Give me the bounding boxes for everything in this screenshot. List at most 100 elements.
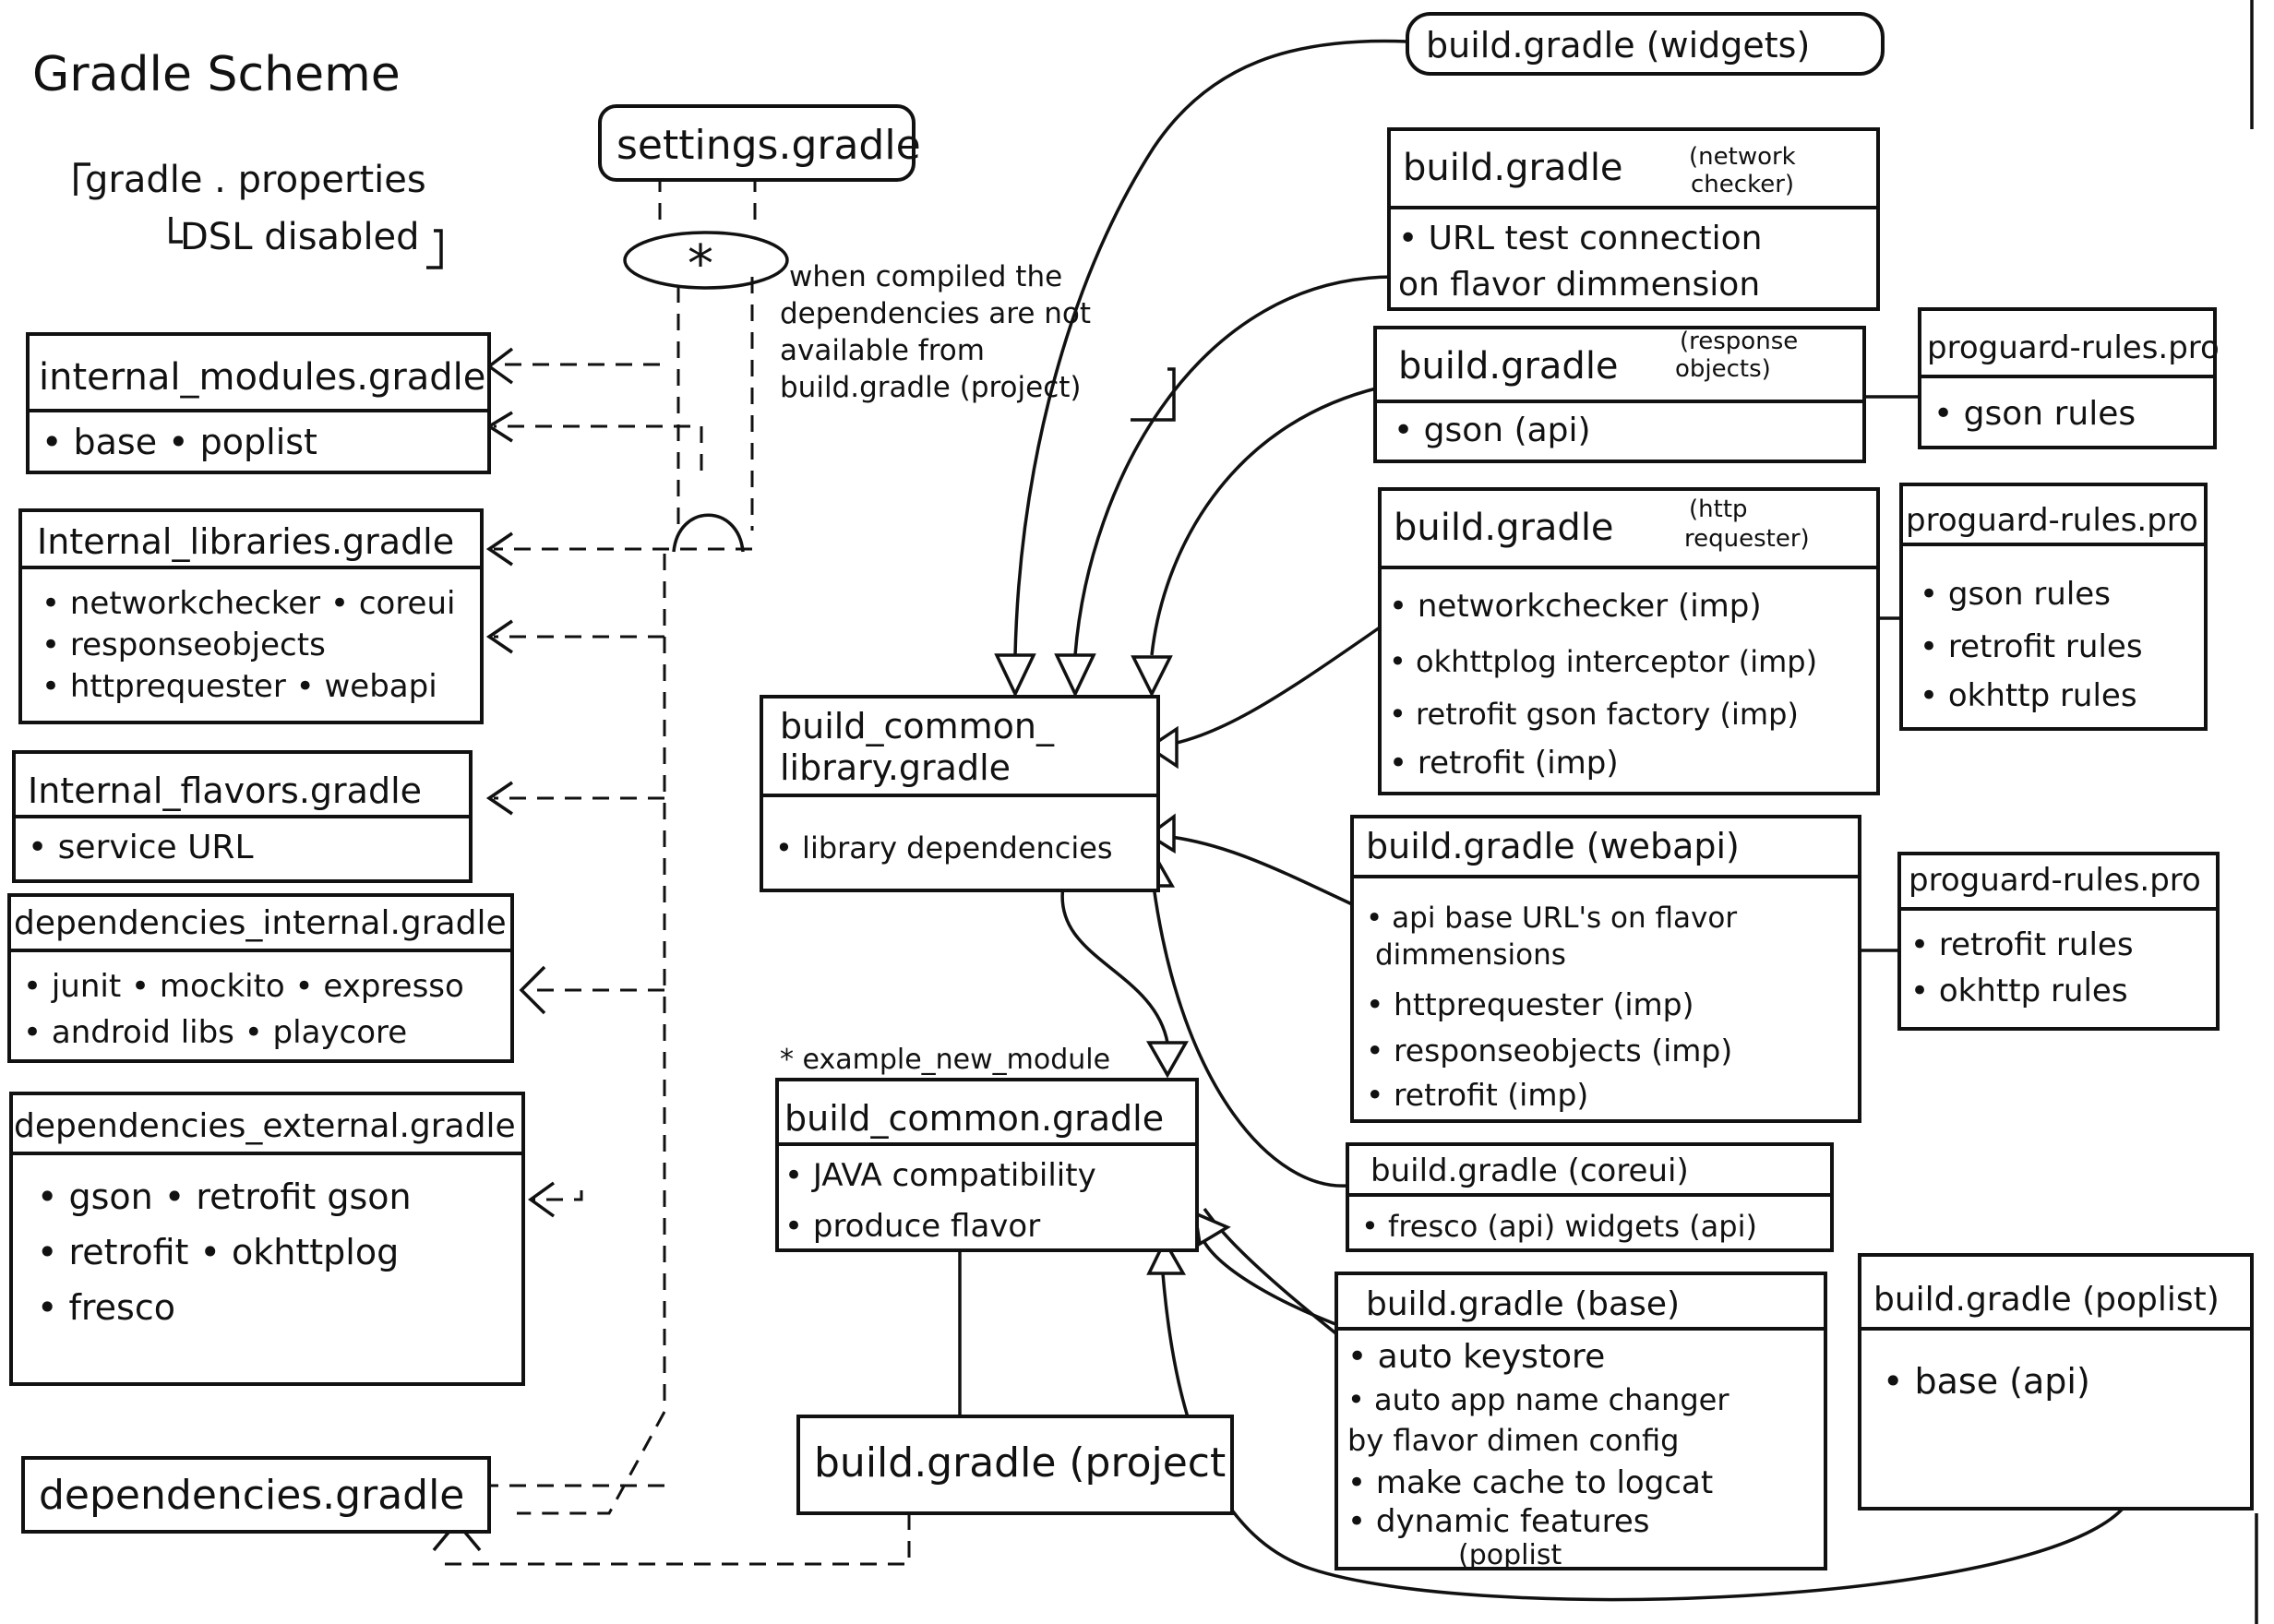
asterisk: * xyxy=(688,234,713,294)
dependencies-external-item-3: • fresco xyxy=(37,1287,175,1328)
proguard-webapi-box[interactable]: proguard-rules.pro • retrofit rules • ok… xyxy=(1897,852,2220,1031)
tri-response-objects xyxy=(1131,655,1173,698)
proguard-http-box[interactable]: proguard-rules.pro • gson rules • retrof… xyxy=(1899,483,2208,731)
build-common-title: build_common.gradle xyxy=(784,1098,1164,1139)
arrow-internal-libraries-2 xyxy=(485,619,513,654)
line-response-objects xyxy=(1150,386,1381,656)
proguard-webapi-item-1: • retrofit rules xyxy=(1910,926,2134,963)
dependencies-external-title: dependencies_external.gradle xyxy=(14,1107,516,1145)
properties-bracket xyxy=(74,162,90,196)
settings-dashed-right xyxy=(750,175,757,531)
network-checker-box[interactable]: build.gradle (network checker) • URL tes… xyxy=(1387,127,1880,311)
build-common-library-title-2: library.gradle xyxy=(780,747,1011,788)
asterisk-ellipse xyxy=(623,231,789,290)
connectors xyxy=(432,39,2124,1602)
base-item-1: • auto keystore xyxy=(1347,1338,1605,1376)
internal-flavors-item: • service URL xyxy=(28,829,254,866)
settings-gradle-box[interactable]: settings.gradle xyxy=(598,104,921,182)
properties-note: gradle . properties xyxy=(85,159,426,201)
line-poplist xyxy=(1161,1272,2124,1602)
dependencies-gradle-box[interactable]: dependencies.gradle xyxy=(21,1456,491,1534)
http-requester-item-4: • retrofit (imp) xyxy=(1389,745,1619,782)
line-base-to-common xyxy=(1203,1207,1349,1344)
http-requester-subtitle-1: (http xyxy=(1689,496,1748,523)
page-edge-line xyxy=(2250,0,2258,1624)
response-objects-item: • gson (api) xyxy=(1394,412,1591,449)
proguard-http-item-3: • okhttp rules xyxy=(1920,677,2137,714)
base-item-5: • dynamic features xyxy=(1347,1503,1649,1540)
internal-libraries-title: Internal_libraries.gradle xyxy=(37,521,454,562)
dependencies-gradle-title: dependencies.gradle xyxy=(39,1472,464,1519)
proguard-webapi-title: proguard-rules.pro xyxy=(1909,862,2201,899)
build-project-title: build.gradle (project xyxy=(814,1439,1226,1487)
build-project-box[interactable]: build.gradle (project xyxy=(796,1415,1234,1515)
base-item-2: • auto app name changer xyxy=(1347,1382,1729,1417)
network-checker-title: build.gradle xyxy=(1403,147,1623,189)
poplist-item: • base (api) xyxy=(1883,1361,2090,1402)
http-requester-subtitle-2: requester) xyxy=(1684,525,1810,553)
response-objects-subtitle-1: (response xyxy=(1680,328,1798,355)
arrow-flavors xyxy=(485,781,513,816)
poplist-title: build.gradle (poplist) xyxy=(1873,1281,2220,1319)
internal-flavors-box[interactable]: Internal_flavors.gradle • service URL xyxy=(12,750,473,883)
widgets-title: build.gradle (widgets) xyxy=(1426,25,1810,66)
arrow-internal-libraries xyxy=(485,531,513,567)
base-item-6: (poplist xyxy=(1458,1539,1562,1571)
network-checker-subtitle-2: checker) xyxy=(1691,171,1794,198)
base-item-3: by flavor dimen config xyxy=(1347,1423,1679,1458)
link-project-down xyxy=(443,1513,911,1566)
build-common-item-1: • JAVA compatibility xyxy=(784,1157,1096,1194)
link-internal-modules-2 xyxy=(494,424,703,471)
internal-libraries-item-1: • networkchecker • coreui xyxy=(42,585,455,622)
proguard-http-item-2: • retrofit rules xyxy=(1920,628,2143,665)
webapi-item-2: dimmensions xyxy=(1375,938,1566,972)
internal-modules-box[interactable]: internal_modules.gradle • base • poplist xyxy=(26,332,491,474)
arrow-deps-internal xyxy=(519,965,546,1015)
arrow-deps-external xyxy=(528,1181,556,1218)
webapi-item-3: • httprequester (imp) xyxy=(1366,986,1694,1022)
settings-gradle-title: settings.gradle xyxy=(616,122,921,169)
tri-http-requester xyxy=(1145,725,1179,770)
widgets-box[interactable]: build.gradle (widgets) xyxy=(1406,12,1885,76)
coreui-box[interactable]: build.gradle (coreui) • fresco (api) wid… xyxy=(1346,1142,1834,1252)
poplist-box[interactable]: build.gradle (poplist) • base (api) xyxy=(1858,1253,2254,1511)
build-common-library-item: • library dependencies xyxy=(775,830,1113,866)
dependencies-external-item-1: • gson • retrofit gson xyxy=(37,1176,412,1217)
settings-dashed-left xyxy=(517,175,680,1515)
proguard-webapi-item-2: • okhttp rules xyxy=(1910,973,2128,1009)
proguard-gson-title: proguard-rules.pro xyxy=(1927,329,2220,366)
webapi-box[interactable]: build.gradle (webapi) • api base URL's o… xyxy=(1350,815,1861,1123)
internal-libraries-box[interactable]: Internal_libraries.gradle • networkcheck… xyxy=(18,508,484,724)
build-common-box[interactable]: build_common.gradle • JAVA compatibility… xyxy=(775,1078,1199,1252)
proguard-http-title: proguard-rules.pro xyxy=(1906,502,2198,539)
webapi-title: build.gradle (webapi) xyxy=(1366,826,1740,866)
network-checker-item-2: on flavor dimmension xyxy=(1398,266,1760,304)
http-requester-box[interactable]: build.gradle (http requester) • networkc… xyxy=(1378,487,1880,795)
tri-poplist xyxy=(1146,1237,1187,1275)
compile-note: when compiled the dependencies are not a… xyxy=(780,260,1176,422)
build-common-library-title-1: build_common_ xyxy=(780,706,1055,746)
internal-modules-title: internal_modules.gradle xyxy=(39,356,485,399)
coreui-title: build.gradle (coreui) xyxy=(1370,1152,1689,1189)
base-box[interactable]: build.gradle (base) • auto keystore • au… xyxy=(1334,1272,1827,1571)
response-objects-box[interactable]: build.gradle (response objects) • gson (… xyxy=(1373,326,1866,463)
webapi-item-4: • responseobjects (imp) xyxy=(1366,1033,1732,1069)
base-item-4: • make cache to logcat xyxy=(1347,1464,1713,1501)
build-common-library-box[interactable]: build_common_ library.gradle • library d… xyxy=(760,695,1160,892)
tri-common xyxy=(1145,1041,1190,1079)
http-requester-title: build.gradle xyxy=(1394,507,1614,549)
line-webapi xyxy=(1153,833,1353,906)
http-requester-item-3: • retrofit gson factory (imp) xyxy=(1389,697,1799,732)
properties-indent xyxy=(169,217,183,244)
dependencies-external-item-2: • retrofit • okhttplog xyxy=(37,1232,399,1272)
compile-note-line-3: available from xyxy=(780,334,985,367)
proguard-gson-box[interactable]: proguard-rules.pro • gson rules xyxy=(1918,307,2220,449)
dependencies-external-box[interactable]: dependencies_external.gradle • gson • re… xyxy=(9,1092,525,1386)
webapi-item-1: • api base URL's on flavor xyxy=(1366,902,1737,935)
compile-note-line-1: when compiled the xyxy=(789,260,1062,293)
internal-flavors-title: Internal_flavors.gradle xyxy=(28,770,422,811)
dependencies-internal-box[interactable]: dependencies_internal.gradle • junit • m… xyxy=(7,893,514,1063)
line-http-requester xyxy=(1153,626,1381,749)
line-common-lib-to-common xyxy=(1060,885,1169,1044)
